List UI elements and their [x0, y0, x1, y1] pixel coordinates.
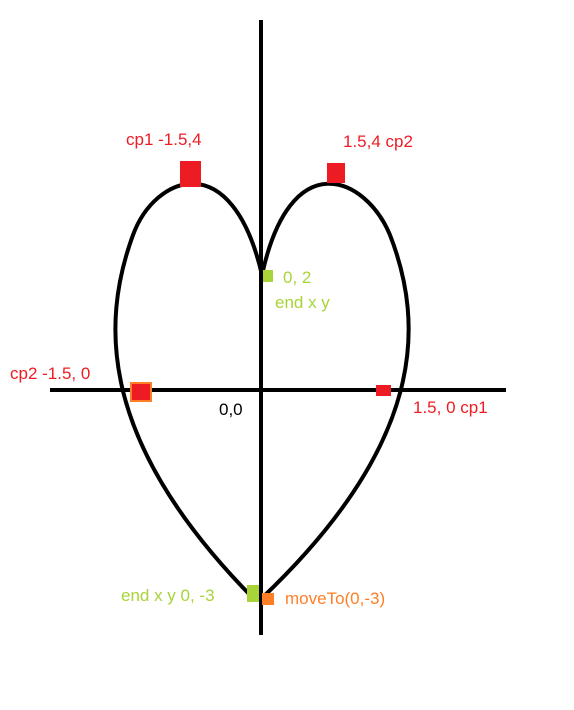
end-point-bottom: [247, 585, 259, 602]
label-cp1-top: cp1 -1.5,4: [126, 130, 202, 149]
end-point-mid: [263, 270, 273, 282]
control-point-cp2-top: [327, 163, 345, 183]
label-cp2-top: 1.5,4 cp2: [343, 132, 413, 151]
control-point-cp2-left: [130, 382, 152, 402]
label-cp2-left: cp2 -1.5, 0: [10, 364, 91, 383]
label-end-mid-name: end x y: [275, 293, 330, 312]
label-cp1-right: 1.5, 0 cp1: [413, 398, 488, 417]
heart-curve: [113, 181, 411, 600]
control-point-cp1-top: [180, 161, 201, 187]
label-move-to: moveTo(0,-3): [285, 589, 386, 608]
label-end-bottom: end x y 0, -3: [121, 586, 215, 605]
label-origin: 0,0: [219, 400, 243, 419]
start-point-moveto: [262, 593, 274, 605]
label-end-mid-value: 0, 2: [283, 268, 312, 287]
control-point-cp1-right: [376, 385, 391, 396]
